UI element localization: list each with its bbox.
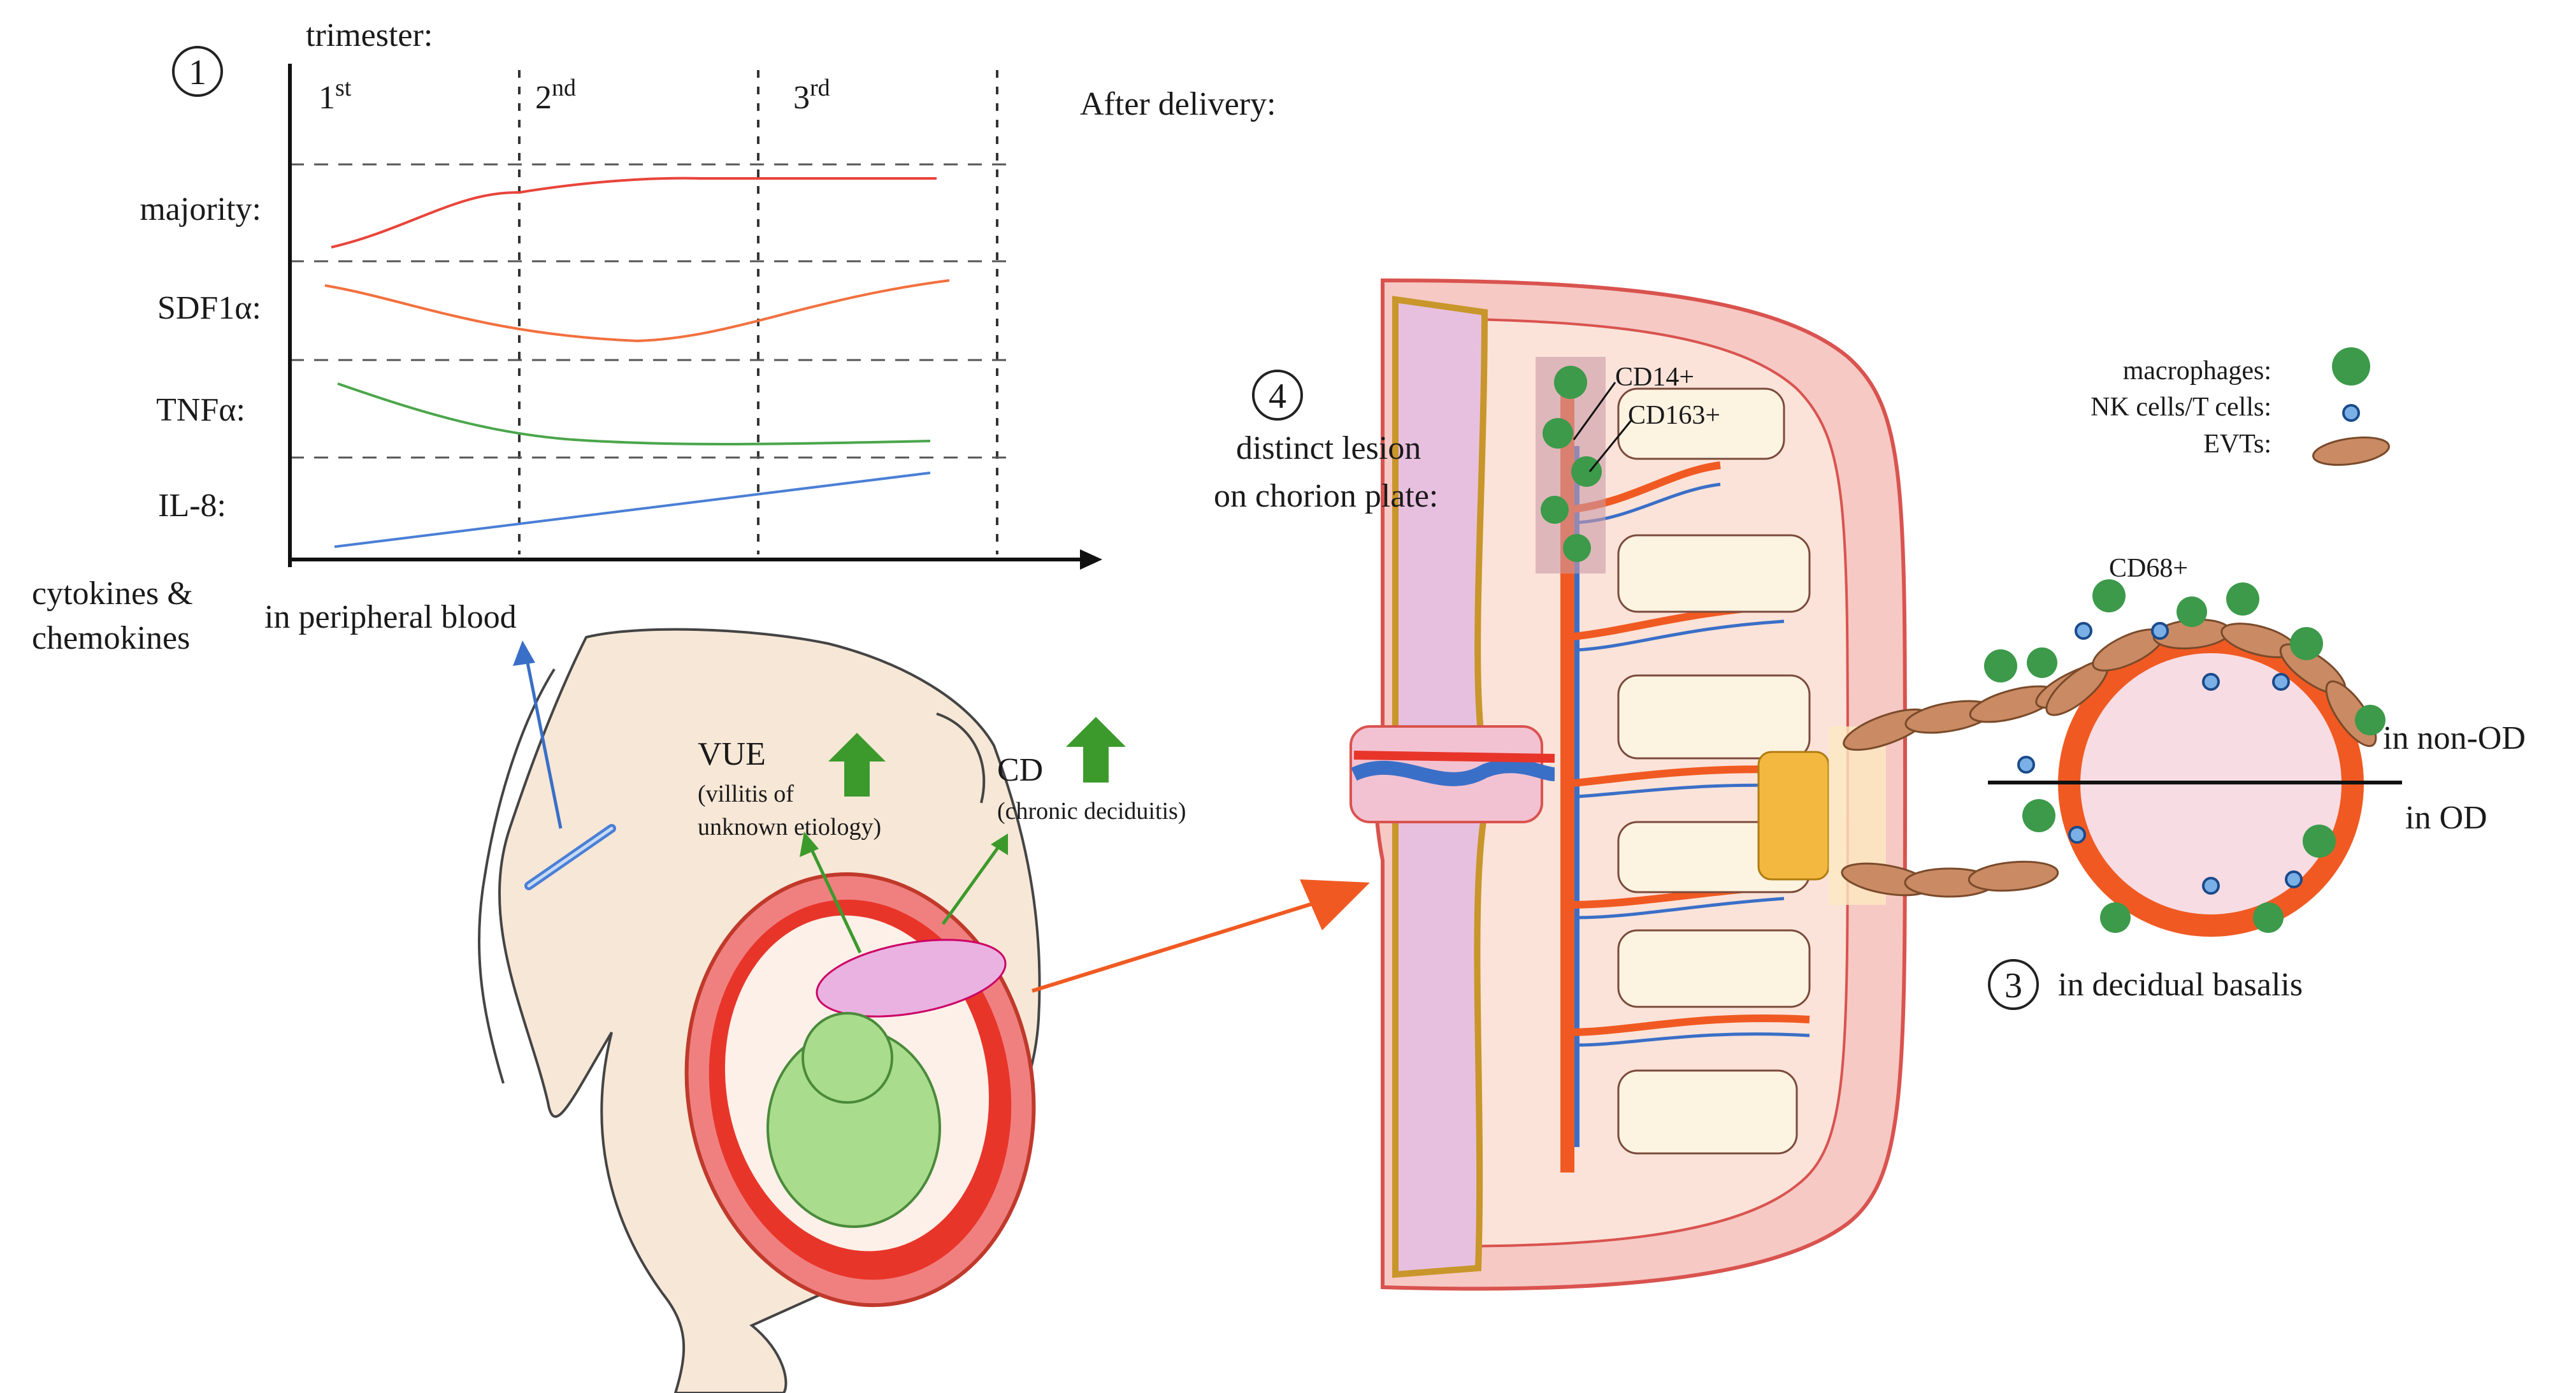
row-label-majority: majority:	[140, 191, 261, 227]
villous-lobes	[1617, 387, 1811, 1155]
panel-3-nk-t-cells	[2017, 622, 2303, 895]
nk-t-cell-icon	[2068, 826, 2086, 844]
macrophage-icon	[1554, 366, 1587, 399]
nk-t-cell-icon	[2202, 673, 2220, 691]
cd-increase-arrow-icon	[1066, 717, 1126, 783]
trophoblast-column	[1757, 751, 1830, 881]
legend-evt-icon	[2312, 437, 2390, 466]
vue-pointer-arrow	[807, 843, 862, 954]
cd163-label: CD163+	[1628, 401, 1720, 430]
macrophage-icon	[2027, 647, 2057, 678]
blood-vessel-arm-inner	[527, 826, 614, 888]
trend-line-majority	[331, 177, 937, 249]
nk-t-cell-icon	[2075, 622, 2092, 640]
panel-3-spiral-artery: CD68+ in non-OD in OD 3 in decidual basa…	[1841, 347, 2526, 1010]
cd-pointer-arrow	[941, 843, 1002, 925]
trimester-2: 2nd	[535, 75, 576, 116]
trend-line-il8	[334, 472, 931, 548]
macrophage-icon	[2100, 902, 2131, 933]
lesion-macrophages	[1541, 366, 1602, 562]
cytokines-label-line2: chemokines	[32, 620, 190, 656]
panel-4-number-circle	[1252, 370, 1303, 421]
macrophage-icon	[1563, 534, 1591, 562]
nk-t-cell-icon	[2285, 870, 2303, 888]
vue-description-2: unknown etiology)	[698, 814, 881, 841]
legend-macrophages-label: macrophages:	[2123, 356, 2271, 386]
x-axis-arrowhead	[1080, 549, 1102, 570]
vue-pointer-arrowhead	[800, 832, 819, 857]
cd14-pointer	[1572, 382, 1616, 440]
macrophage-icon	[2253, 902, 2284, 933]
cd-pointer-arrowhead	[991, 834, 1008, 855]
legend-nk-t-label: NK cells/T cells:	[2090, 393, 2271, 422]
nk-t-cell-icon	[2151, 622, 2169, 640]
trimester-label: trimester:	[306, 17, 433, 54]
fetus-head	[802, 1012, 893, 1104]
trend-line-sdf1a	[324, 279, 950, 343]
blood-sampling-arrow	[524, 653, 563, 829]
peripheral-blood-label: in peripheral blood	[264, 599, 517, 635]
umbilical-vein	[1351, 759, 1555, 786]
panel-3-number: 3	[2004, 966, 2022, 1006]
zoom-arrowhead	[1300, 879, 1370, 930]
evt-ring	[2045, 618, 2377, 747]
lesion-title-line1: distinct lesion	[1236, 430, 1421, 466]
vue-increase-arrow-icon	[828, 733, 886, 797]
macrophage-icon	[2226, 582, 2259, 616]
blood-sampling-arrowhead	[513, 640, 535, 666]
panel-4-number: 4	[1269, 377, 1286, 416]
panel-2-pregnancy-illustration: 2 VUE (villitis of unknown etiology) CD …	[477, 628, 1370, 1393]
macrophage-icon	[2177, 596, 2207, 627]
cd-label: CD	[997, 752, 1043, 788]
nk-t-cell-icon	[2272, 673, 2290, 691]
after-delivery-label: After delivery:	[1080, 86, 1276, 122]
od-label: in OD	[2405, 800, 2487, 836]
decidual-basalis-caption: in decidual basalis	[2058, 967, 2303, 1003]
arm-outline	[477, 668, 556, 1084]
legend-macrophage-icon	[2332, 347, 2370, 386]
breast-contour	[936, 712, 986, 804]
cell-type-legend: macrophages: NK cells/T cells: EVTs:	[2090, 347, 2390, 466]
trimester-3: 3rd	[793, 75, 830, 116]
panel-1-number: 1	[189, 53, 206, 92]
nk-t-cell-icon	[2017, 756, 2035, 774]
row-label-tnfa: TNFα:	[156, 392, 245, 428]
panel-3-number-circle	[1988, 959, 2039, 1010]
lesion-title-line2: on chorion plate:	[1214, 478, 1438, 514]
panel-4-placenta-section: 4 distinct lesion on chorion plate: CD14…	[1214, 278, 1907, 1291]
zoom-arrow	[1032, 900, 1320, 993]
nk-t-cell-icon	[2202, 877, 2220, 895]
non-od-label: in non-OD	[2383, 720, 2526, 756]
panel-1-number-circle	[172, 46, 223, 97]
cd14-label: CD14+	[1615, 363, 1694, 392]
macrophage-icon	[1571, 456, 1602, 487]
umbilical-artery	[1353, 751, 1555, 763]
cd68-label: CD68+	[2109, 554, 2188, 583]
cd-description: (chronic deciduitis)	[997, 798, 1186, 825]
trend-line-tnfa	[337, 382, 931, 445]
placenta	[816, 939, 1007, 1018]
trimester-1: 1st	[319, 75, 352, 116]
panel-3-macrophages	[1984, 579, 2385, 933]
macrophage-icon	[2355, 705, 2385, 735]
legend-nk-t-cell-icon	[2342, 404, 2360, 422]
macrophage-icon	[2022, 799, 2055, 832]
macrophage-icon	[2303, 825, 2336, 858]
legend-evts-label: EVTs:	[2203, 429, 2271, 459]
panel-1-trend-chart: 1 trimester: 1st 2nd 3rd After delivery:…	[32, 17, 1276, 656]
row-label-sdf1a: SDF1α:	[157, 290, 261, 326]
macrophage-icon	[1541, 496, 1569, 524]
macrophage-icon	[2290, 627, 2323, 660]
vue-label: VUE	[698, 736, 766, 772]
vue-description-1: (villitis of	[698, 781, 794, 807]
cd163-pointer	[1588, 420, 1632, 472]
macrophage-icon	[2092, 579, 2126, 612]
macrophage-icon	[1543, 418, 1573, 449]
cytokines-label-line1: cytokines &	[32, 575, 193, 612]
row-label-il8: IL-8:	[158, 487, 226, 524]
macrophage-icon	[1984, 649, 2017, 682]
